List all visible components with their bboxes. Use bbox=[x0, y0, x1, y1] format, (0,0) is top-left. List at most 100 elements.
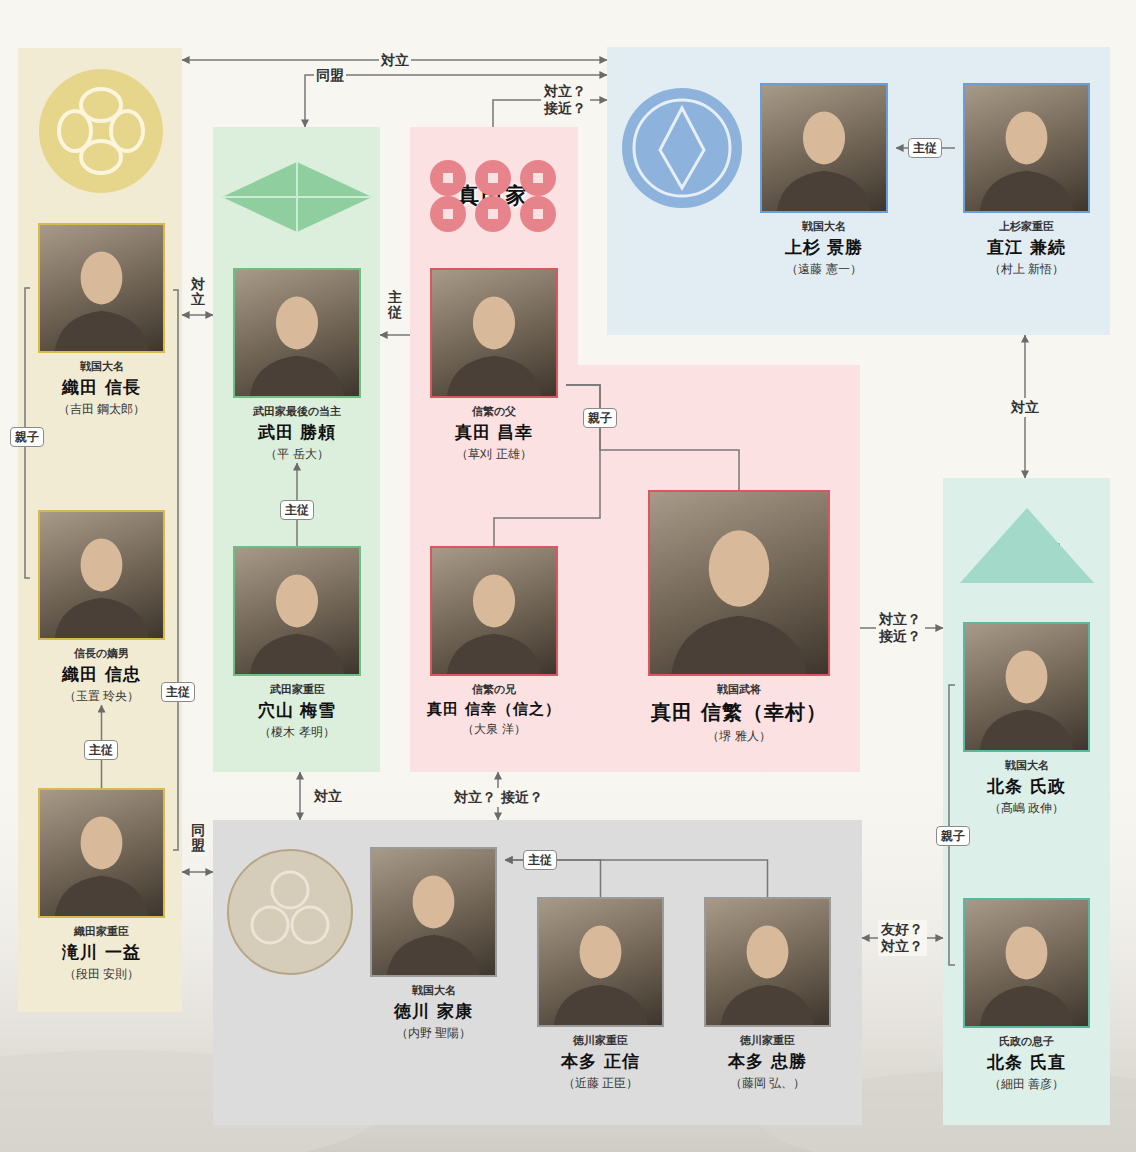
portrait-shoulders bbox=[447, 356, 541, 396]
portrait-shoulders bbox=[554, 985, 647, 1025]
relation-label: 親子 bbox=[936, 826, 970, 846]
hojo-crest bbox=[960, 508, 1094, 583]
relation-label-holder: 対立 bbox=[190, 276, 206, 309]
character-name: 真田 信繁（幸村） bbox=[651, 698, 827, 727]
portrait-shoulders bbox=[55, 876, 148, 916]
relation-label: 主従 bbox=[161, 682, 195, 702]
relation-label: 友好？ 対立？ bbox=[878, 920, 927, 956]
character-name: 北条 氏政 bbox=[987, 774, 1066, 799]
portrait-photo bbox=[963, 898, 1090, 1028]
relation-label-holder: 対立？ 接近？ bbox=[452, 788, 545, 807]
actor-name: （大泉 洋） bbox=[462, 720, 526, 738]
relation-label: 同盟 bbox=[190, 822, 206, 855]
relation-connector bbox=[380, 334, 410, 336]
actor-name: （藤岡 弘、） bbox=[730, 1074, 806, 1092]
relation-connector bbox=[173, 290, 178, 850]
actor-name: （近藤 正臣） bbox=[563, 1074, 639, 1092]
character-name: 武田 勝頼 bbox=[258, 420, 337, 445]
relation-label-holder: 友好？ 対立？ bbox=[878, 920, 927, 956]
crest-title-holder: 武田家 bbox=[261, 182, 333, 212]
portrait-silhouette bbox=[432, 548, 556, 674]
character-name: 北条 氏直 bbox=[987, 1050, 1066, 1075]
portrait-head bbox=[580, 925, 622, 978]
actor-name: （段田 安則） bbox=[64, 965, 140, 983]
character-card: 信繁の兄真田 信幸（信之）（大泉 洋） bbox=[422, 546, 567, 738]
character-name: 本多 正信 bbox=[561, 1049, 640, 1074]
relation-label-holder: 主従 bbox=[908, 138, 942, 158]
portrait-head bbox=[473, 574, 515, 627]
relation-label-holder: 対立 bbox=[1009, 398, 1041, 417]
relation-label-holder: 同盟 bbox=[190, 822, 206, 855]
tokugawa-crest bbox=[228, 850, 352, 974]
actor-name: （内野 聖陽） bbox=[396, 1024, 472, 1042]
character-name: 真田 昌幸 bbox=[455, 420, 534, 445]
portrait-photo bbox=[38, 788, 165, 918]
clan-panel: 北条家戦国大名北条 氏政（髙嶋 政伸）氏政の息子北条 氏直（細田 善彦） bbox=[943, 478, 1110, 1125]
portrait-photo bbox=[430, 546, 558, 676]
portrait-head bbox=[709, 530, 770, 606]
character-role: 信長の嫡男 bbox=[74, 646, 129, 662]
portrait-silhouette bbox=[40, 790, 163, 916]
character-role: 戦国武将 bbox=[717, 682, 761, 698]
crest-title-holder: 真田家 bbox=[457, 181, 529, 211]
portrait-photo bbox=[430, 268, 558, 398]
relation-label-holder: 主従 bbox=[84, 740, 118, 760]
relation-label: 対立 bbox=[379, 51, 411, 70]
relation-label-holder: 親子 bbox=[936, 826, 970, 846]
portrait-photo bbox=[963, 83, 1090, 213]
actor-name: （細田 善彦） bbox=[989, 1075, 1065, 1093]
crest-title-holder: 北条家 bbox=[991, 538, 1063, 568]
portrait-shoulders bbox=[55, 311, 148, 351]
character-card: 徳川家重臣本多 正信（近藤 正臣） bbox=[529, 897, 672, 1092]
character-name: 直江 兼続 bbox=[987, 235, 1066, 260]
portrait-shoulders bbox=[980, 986, 1073, 1026]
portrait-head bbox=[81, 251, 123, 304]
character-name: 織田 信長 bbox=[62, 375, 141, 400]
portrait-head bbox=[1006, 111, 1048, 164]
relation-label: 同盟 bbox=[314, 66, 346, 85]
oda-crest bbox=[39, 69, 163, 193]
relation-label: 対立？ 接近？ bbox=[876, 610, 925, 646]
clan-name: 徳川家 bbox=[254, 897, 326, 927]
portrait-silhouette bbox=[762, 85, 886, 211]
character-card: 武田家最後の当主武田 勝頼（平 岳大） bbox=[225, 268, 369, 463]
portrait-silhouette bbox=[539, 899, 662, 1025]
character-role: 戦国大名 bbox=[412, 983, 456, 999]
actor-name: （榎木 孝明） bbox=[259, 723, 335, 741]
portrait-silhouette bbox=[40, 225, 163, 351]
relation-label: 対立 bbox=[190, 276, 206, 309]
portrait-head bbox=[413, 875, 455, 928]
character-role: 戦国大名 bbox=[802, 219, 846, 235]
relation-connector bbox=[182, 314, 213, 316]
portrait-silhouette bbox=[965, 85, 1088, 211]
portrait-shoulders bbox=[250, 634, 344, 674]
sanada-crest bbox=[430, 160, 556, 232]
portrait-shoulders bbox=[671, 616, 806, 674]
portrait-head bbox=[81, 816, 123, 869]
actor-name: （髙嶋 政伸） bbox=[989, 799, 1065, 817]
character-role: 徳川家重臣 bbox=[740, 1033, 795, 1049]
relation-label: 対立 bbox=[312, 787, 344, 806]
relation-label-holder: 主従 bbox=[280, 500, 314, 520]
takeda-crest bbox=[222, 162, 372, 232]
character-role: 戦国大名 bbox=[1005, 758, 1049, 774]
character-role: 織田家重臣 bbox=[74, 924, 129, 940]
character-name: 滝川 一益 bbox=[62, 940, 141, 965]
character-card: 徳川家重臣本多 忠勝（藤岡 弘、） bbox=[696, 897, 839, 1092]
relation-label-holder: 主従 bbox=[161, 682, 195, 702]
portrait-photo bbox=[760, 83, 888, 213]
relation-label: 主従 bbox=[280, 500, 314, 520]
character-card: 戦国大名上杉 景勝（遠藤 憲一） bbox=[752, 83, 896, 278]
clan-panel: 武田家武田家最後の当主武田 勝頼（平 岳大）武田家重臣穴山 梅雪（榎木 孝明） bbox=[213, 127, 380, 772]
clan-name: 織田家 bbox=[65, 116, 137, 146]
character-role: 信繁の兄 bbox=[472, 682, 516, 698]
portrait-shoulders bbox=[250, 356, 344, 396]
relation-label-holder: 親子 bbox=[10, 427, 44, 447]
relation-label: 親子 bbox=[583, 408, 617, 428]
relation-label-holder: 対立 bbox=[312, 787, 344, 806]
portrait-head bbox=[747, 925, 789, 978]
relation-connector bbox=[305, 75, 607, 127]
